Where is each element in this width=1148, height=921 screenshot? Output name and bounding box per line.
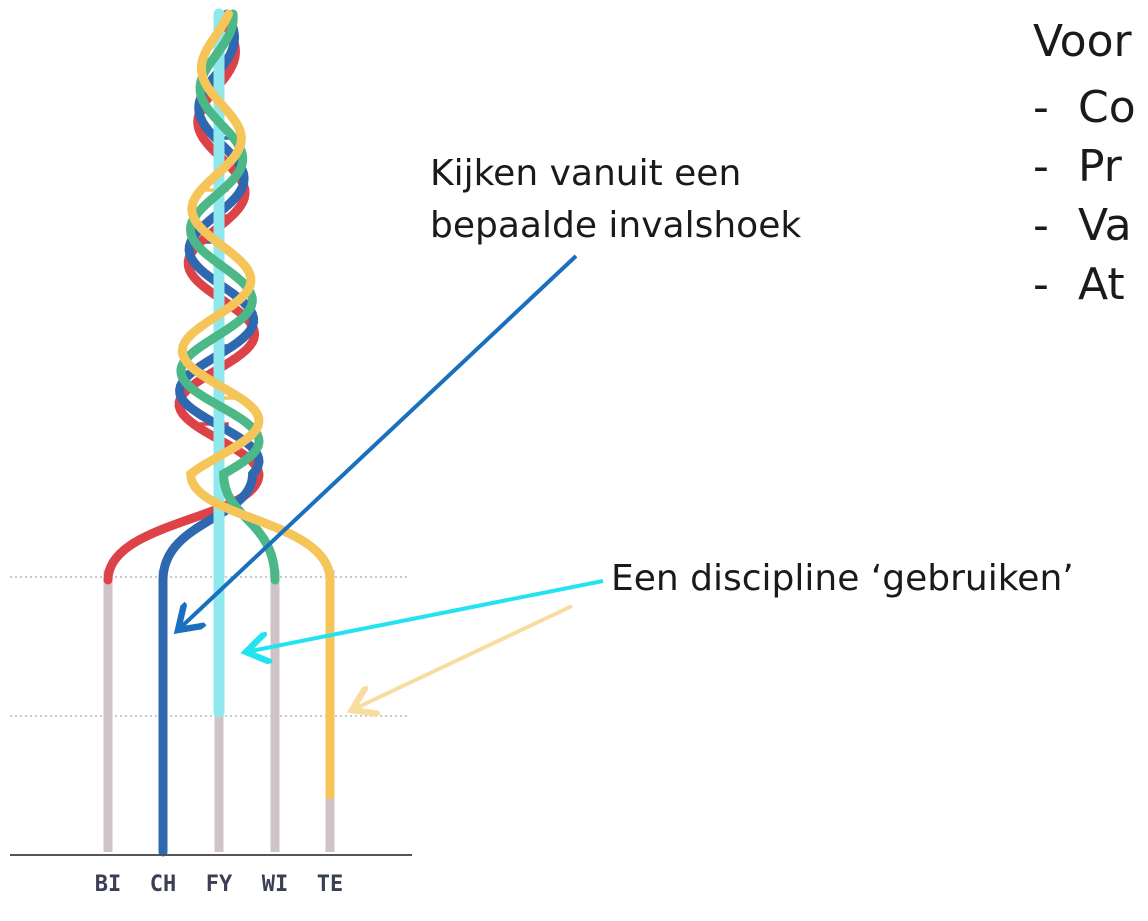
- discipline-label-wi: WI: [261, 872, 289, 897]
- annotation-viewpoint-line1: Kijken vanuit een: [430, 153, 742, 194]
- annotation-use-discipline: Een discipline ‘gebruiken’: [611, 558, 1074, 599]
- strand-wi: [176, 9, 280, 585]
- list-item-text: Co: [1078, 82, 1136, 133]
- strand-te: [177, 9, 335, 800]
- discipline-label-bi: BI: [94, 872, 122, 897]
- arrow-use-to-fy: [246, 579, 604, 652]
- discipline-axis-labels: BI CH FY WI TE: [88, 872, 348, 902]
- list-item-text: Va: [1078, 200, 1132, 251]
- list-dash: -: [1033, 259, 1049, 310]
- list-item-text: At: [1078, 259, 1125, 310]
- list-dash: -: [1033, 200, 1049, 251]
- list-item: -At: [1033, 255, 1136, 314]
- annotation-viewpoint-line2: bepaalde invalshoek: [430, 205, 802, 246]
- arrow-view-to-ch: [178, 254, 578, 630]
- page-heading: Voor: [1033, 16, 1132, 67]
- discipline-label-fy: FY: [205, 872, 233, 897]
- list-item: -Co: [1033, 78, 1136, 137]
- list-item-text: Pr: [1078, 141, 1122, 192]
- list-item: -Pr: [1033, 137, 1136, 196]
- annotation-viewpoint: Kijken vanuit een bepaalde invalshoek: [430, 148, 801, 252]
- list-dash: -: [1033, 141, 1049, 192]
- bullet-list: -Co -Pr -Va -At: [1033, 78, 1136, 314]
- list-item: -Va: [1033, 196, 1136, 255]
- discipline-label-te: TE: [316, 872, 344, 897]
- discipline-label-ch: CH: [149, 872, 177, 897]
- helix-strands: [103, 8, 335, 857]
- list-dash: -: [1033, 82, 1049, 133]
- arrow-use-to-te: [352, 604, 573, 710]
